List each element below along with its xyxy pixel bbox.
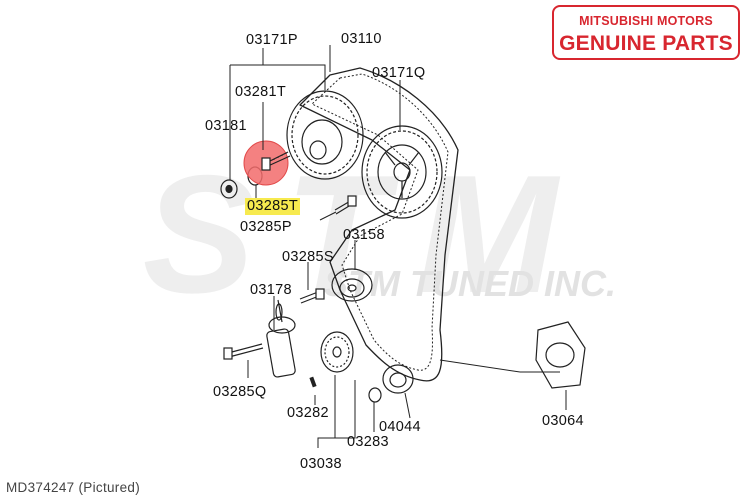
timing-belt bbox=[299, 67, 459, 382]
tensioner-pulley bbox=[331, 268, 373, 302]
watermark-tagline: STM TUNED INC. bbox=[324, 263, 616, 304]
auto-tensioner bbox=[266, 299, 296, 378]
leader-lines bbox=[229, 45, 567, 448]
label-03158: 03158 bbox=[343, 227, 385, 243]
label-03064: 03064 bbox=[542, 413, 584, 429]
cam-sprocket-right bbox=[361, 125, 443, 219]
label-04044: 04044 bbox=[379, 419, 421, 435]
nut bbox=[368, 387, 382, 403]
label-03285p: 03285P bbox=[240, 219, 292, 235]
label-03038: 03038 bbox=[300, 456, 342, 472]
belt-cover-plate bbox=[535, 321, 586, 389]
woodruff-key bbox=[309, 376, 317, 388]
label-03110: 03110 bbox=[341, 31, 382, 47]
cam-sprocket-left bbox=[286, 90, 364, 180]
label-03181: 03181 bbox=[205, 118, 247, 134]
washer bbox=[220, 179, 238, 199]
label-03171q: 03171Q bbox=[372, 65, 426, 81]
label-03285s: 03285S bbox=[282, 249, 334, 265]
bolt-03285q bbox=[223, 343, 264, 360]
idler-pulley bbox=[382, 364, 414, 394]
label-03178: 03178 bbox=[250, 282, 292, 298]
bolt-03285p bbox=[334, 195, 357, 215]
brand-line-1: MITSUBISHI MOTORS bbox=[579, 14, 713, 28]
part-number-note: MD374247 (Pictured) bbox=[6, 480, 141, 495]
label-03281t: 03281T bbox=[235, 84, 286, 100]
label-03283: 03283 bbox=[347, 434, 389, 450]
bolt-03285s bbox=[299, 288, 325, 304]
highlighted-bolt bbox=[243, 140, 291, 186]
mitsubishi-genuine-parts-badge: MITSUBISHI MOTORS GENUINE PARTS bbox=[552, 5, 740, 60]
brand-line-2: GENUINE PARTS bbox=[559, 32, 733, 55]
label-03171p: 03171P bbox=[246, 32, 298, 48]
label-03282: 03282 bbox=[287, 405, 329, 421]
crank-sprocket bbox=[320, 331, 354, 373]
label-03285t-highlighted: 03285T bbox=[245, 198, 300, 215]
label-03285q: 03285Q bbox=[213, 384, 267, 400]
